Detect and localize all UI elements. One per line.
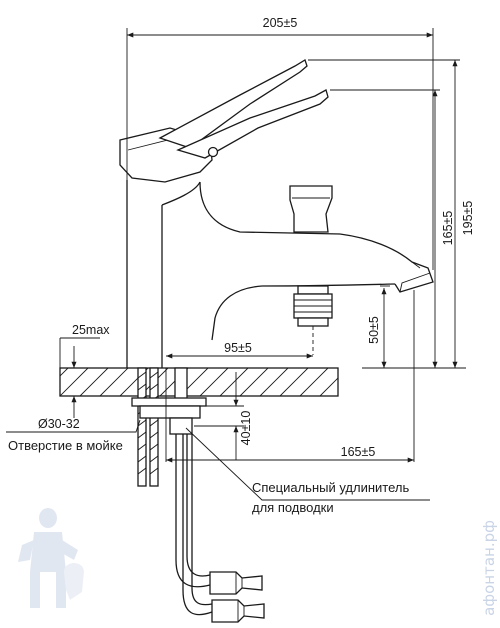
hatch-line	[239, 368, 269, 396]
label-extension-line1: Специальный удлинитель	[252, 480, 409, 495]
label-extension-line2: для подводки	[252, 500, 334, 515]
dim-stud-offset: 40±10	[239, 411, 253, 446]
hose-connector	[293, 285, 333, 355]
dim-overall-width: 205±5	[263, 16, 298, 30]
faucet-body	[119, 59, 434, 368]
dimension-labels: 205±5 165±5 195±5 50±5 95±5 25max 40±10 …	[38, 16, 475, 459]
flexible-hoses	[175, 434, 265, 623]
hatch-line	[79, 368, 109, 396]
hatch-line	[219, 368, 249, 396]
label-sink-hole: Отверстие в мойке	[8, 438, 123, 453]
watermark-plumber-logo	[18, 508, 84, 608]
dim-countertop-max: 25max	[72, 323, 110, 337]
dim-outlet-height: 50±5	[367, 316, 381, 344]
countertop-slab	[59, 367, 368, 397]
hatch-line	[319, 377, 338, 396]
dim-spout-offset: 95±5	[224, 341, 252, 355]
hatch-line	[279, 368, 309, 396]
dim-overall-height: 195±5	[461, 201, 475, 236]
dim-spout-height: 165±5	[441, 211, 455, 246]
hatch-line	[199, 368, 229, 396]
watermark-text: афонтан.рф	[480, 520, 498, 616]
dimension-lines	[6, 28, 466, 501]
hatch-line	[99, 368, 129, 396]
hatch-line	[259, 368, 289, 396]
callout-labels: Отверстие в мойке Специальный удлинитель…	[8, 438, 409, 515]
hatch-line	[60, 368, 89, 396]
hatch-line	[60, 368, 69, 377]
mounting-hardware	[131, 367, 207, 487]
dim-reach-from-hole: 165±5	[341, 445, 376, 459]
dim-hole-diameter: Ø30-32	[38, 417, 80, 431]
hatch-line	[299, 368, 329, 396]
hatch-line	[340, 368, 368, 396]
